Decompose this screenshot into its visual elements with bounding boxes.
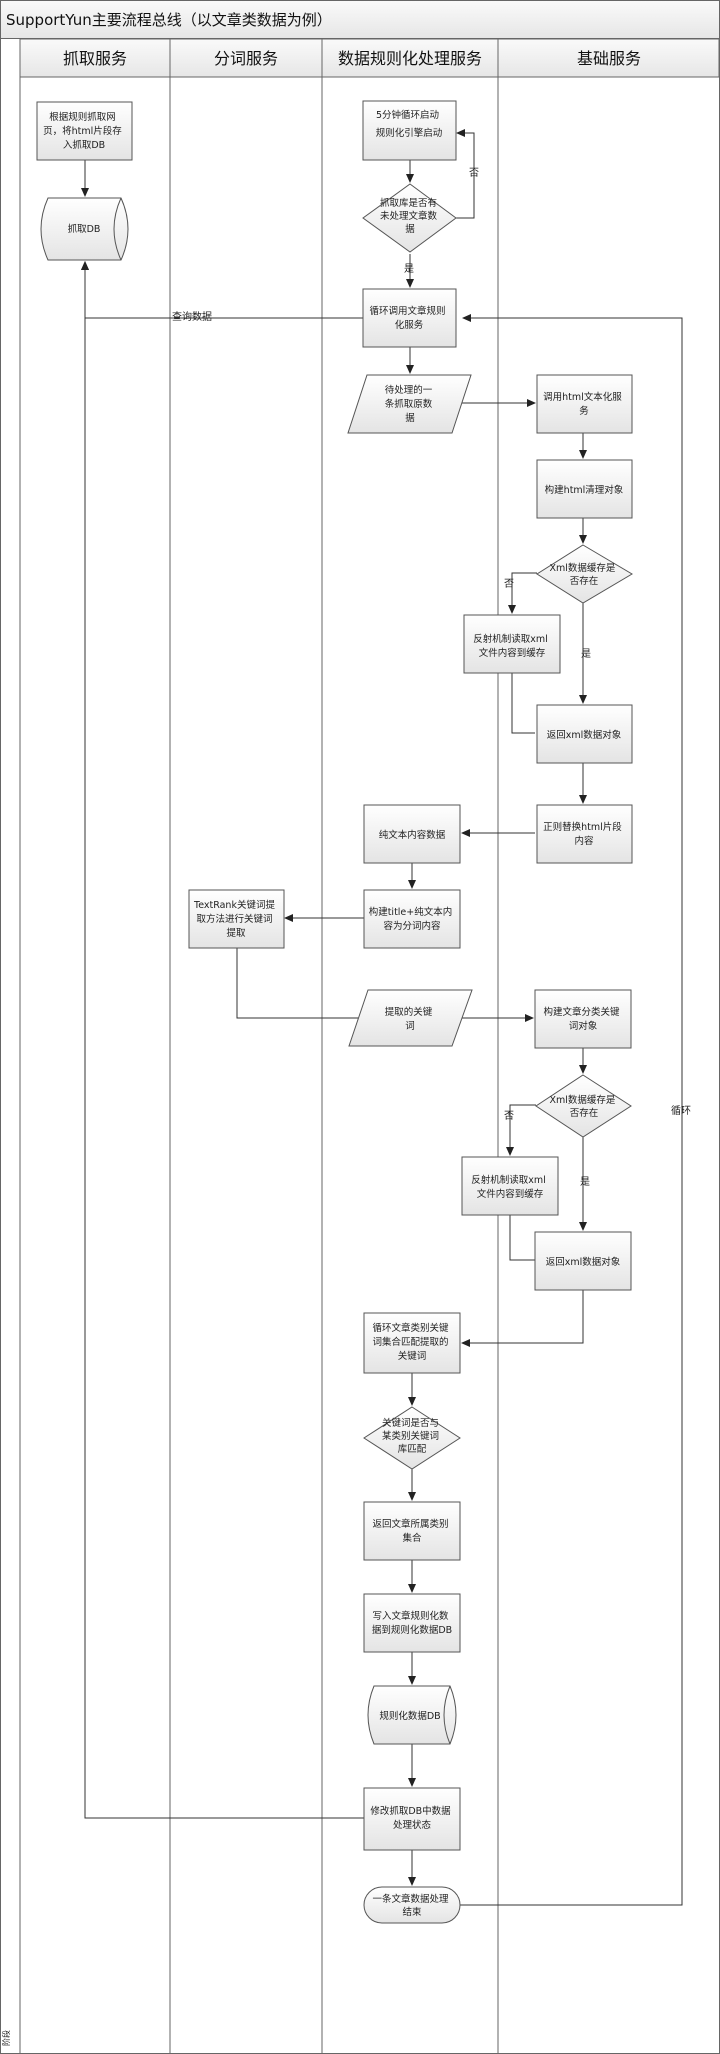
svg-text:返回文章所属类别 集合: 返回文章所属类别 集合: [372, 1518, 451, 1544]
node-normalized-db: 规则化数据DB: [367, 1685, 457, 1745]
lane-crawl-service: 抓取服务: [63, 49, 127, 68]
svg-text:纯文本内容数据: 纯文本内容数据: [379, 829, 446, 841]
node-return-category: 返回文章所属类别 集合: [363, 1501, 461, 1561]
edge-label-loop: 循环: [671, 1104, 691, 1117]
svg-text:一条文章数据处理 结束: 一条文章数据处理 结束: [372, 1893, 451, 1918]
node-return-xml: 返回xml数据对象: [536, 704, 633, 764]
node-check-unprocessed: 抓取库是否有 未处理文章数 据: [362, 183, 457, 253]
node-end: 一条文章数据处理 结束: [363, 1886, 461, 1924]
node-reflect-read-xml-2: 反射机制读取xml 文件内容到缓存: [461, 1156, 559, 1216]
node-build-category-keywords: 构建文章分类关键 词对象: [534, 989, 632, 1049]
svg-text:返回xml数据对象: 返回xml数据对象: [546, 1256, 621, 1268]
node-plain-text: 纯文本内容数据: [363, 804, 461, 864]
connectors: [81, 129, 683, 1906]
svg-text:根据规则抓取网 页，将html片段存: 根据规则抓取网 页，将html片段存 入抓取DB: [43, 111, 125, 151]
svg-text:构建html清理对象: 构建html清理对象: [545, 484, 624, 496]
lane-segmentation-service: 分词服务: [214, 49, 278, 68]
node-crawl-rule: 根据规则抓取网 页，将html片段存 入抓取DB: [36, 101, 133, 161]
node-reflect-read-xml: 反射机制读取xml 文件内容到缓存: [463, 614, 561, 674]
node-return-xml-2: 返回xml数据对象: [534, 1231, 632, 1291]
svg-text:构建title+纯文本内 容为分词内容: 构建title+纯文本内 容为分词内容: [369, 906, 456, 932]
node-write-db: 写入文章规则化数 据到规则化数据DB: [363, 1593, 461, 1653]
node-textrank: TextRank关键词提 取方法进行关键词 提取: [188, 889, 285, 949]
node-pending-raw: 待处理的一 条抓取原数 据: [347, 374, 472, 434]
node-call-html-service: 调用html文本化服 务: [536, 374, 633, 434]
lane-normalization-service: 数据规则化处理服务: [338, 49, 482, 68]
svg-text:正则替换html片段 内容: 正则替换html片段 内容: [543, 821, 625, 847]
svg-text:规则化数据DB: 规则化数据DB: [379, 1710, 440, 1722]
node-build-html-clean: 构建html清理对象: [536, 459, 633, 519]
edge-label-yes: 是: [580, 1176, 590, 1188]
node-keyword-match-check: 关键词是否与 某类别关键词 库匹配: [363, 1406, 461, 1470]
svg-text:抓取DB: 抓取DB: [68, 223, 101, 235]
svg-text:抓取库是否有 未处理文章数 据: 抓取库是否有 未处理文章数 据: [380, 197, 440, 235]
svg-text:循环调用文章规则 化服务: 循环调用文章规则 化服务: [369, 305, 448, 331]
node-xml-cache-check: Xml数据缓存是 否存在: [536, 544, 633, 604]
diagram-title: SupportYun主要流程总线（以文章类数据为例）: [6, 11, 332, 29]
node-loop-call: 循环调用文章规则 化服务: [362, 288, 457, 348]
svg-text:反射机制读取xml 文件内容到缓存: 反射机制读取xml 文件内容到缓存: [473, 633, 551, 659]
svg-text:关键词是否与 某类别关键词 库匹配: 关键词是否与 某类别关键词 库匹配: [382, 1417, 442, 1455]
svg-text:写入文章规则化数 据到规则化数据DB: 写入文章规则化数 据到规则化数据DB: [372, 1610, 452, 1636]
node-crawl-db: 抓取DB: [40, 197, 129, 261]
node-modify-status: 修改抓取DB中数据 处理状态: [363, 1787, 461, 1851]
svg-text:循环文章类别关键 词集合匹配提取的: 循环文章类别关键 词集合匹配提取的 关键词: [372, 1322, 451, 1362]
svg-text:反射机制读取xml 文件内容到缓存: 反射机制读取xml 文件内容到缓存: [471, 1174, 549, 1200]
svg-text:返回xml数据对象: 返回xml数据对象: [547, 729, 622, 741]
svg-text:提取的关键 词: 提取的关键 词: [385, 1006, 436, 1032]
lane-base-service: 基础服务: [577, 49, 641, 68]
node-regex-replace: 正则替换html片段 内容: [536, 804, 633, 864]
edge-label-yes: 是: [404, 263, 414, 275]
edge-label-no: 否: [469, 167, 479, 179]
svg-text:构建文章分类关键 词对象: 构建文章分类关键 词对象: [543, 1006, 622, 1032]
svg-text:TextRank关键词提 取方法进行关键词: TextRank关键词提 取方法进行关键词 提取: [193, 899, 278, 939]
node-build-seg-content: 构建title+纯文本内 容为分词内容: [363, 889, 461, 949]
svg-text:调用html文本化服 务: 调用html文本化服 务: [543, 391, 625, 417]
side-label: 阶段: [1, 2030, 11, 2046]
edge-label-yes: 是: [581, 648, 591, 660]
node-xml-cache-check-2: Xml数据缓存是 否存在: [535, 1074, 632, 1138]
edge-label-no: 否: [504, 1110, 514, 1122]
edge-label-no: 否: [504, 578, 514, 590]
svg-text:5分钟循环启动 规则化引擎启动: 5分钟循环启动 规则化引擎启动: [376, 109, 443, 139]
svg-text:Xml数据缓存是 否存在: Xml数据缓存是 否存在: [550, 562, 619, 587]
svg-text:修改抓取DB中数据 处理状态: 修改抓取DB中数据 处理状态: [370, 1805, 453, 1831]
svg-text:Xml数据缓存是 否存在: Xml数据缓存是 否存在: [550, 1094, 619, 1119]
node-extracted-keywords: 提取的关键 词: [348, 989, 473, 1047]
node-timer-start: 5分钟循环启动 规则化引擎启动: [362, 100, 457, 161]
svg-text:待处理的一 条抓取原数 据: 待处理的一 条抓取原数 据: [385, 384, 436, 424]
edge-label-query-data: 查询数据: [172, 310, 212, 323]
node-loop-match: 循环文章类别关键 词集合匹配提取的 关键词: [363, 1312, 461, 1374]
